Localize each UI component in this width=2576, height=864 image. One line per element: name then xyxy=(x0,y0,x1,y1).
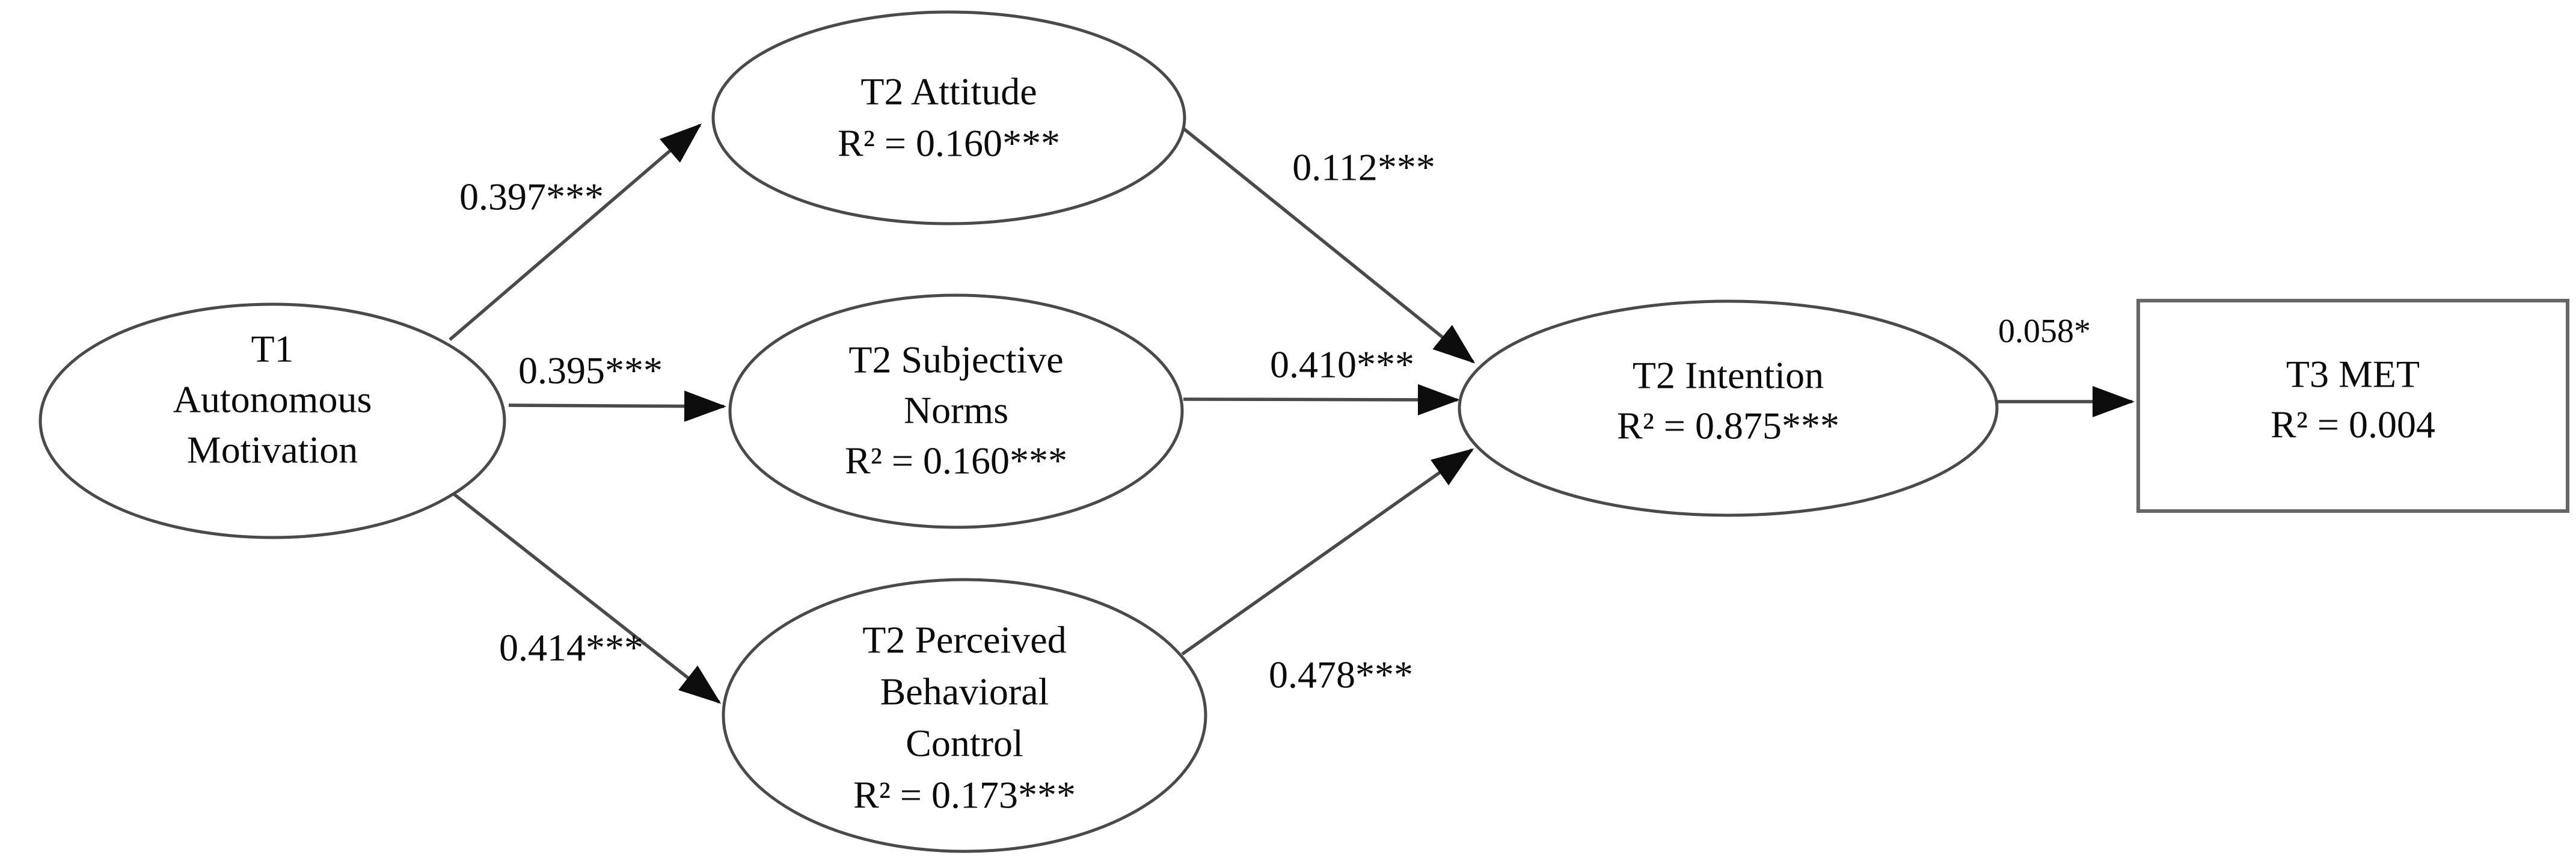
t2-perceived-behavioral-control-shape xyxy=(722,578,1207,853)
arrow-am-to-pbc xyxy=(450,490,722,704)
node-label: R² = 0.004 xyxy=(2271,403,2435,446)
node-t2-attitude: T2 Attitude R² = 0.160*** xyxy=(711,10,1186,225)
edge-label-pbc-to-intention: 0.478*** xyxy=(1269,654,1413,696)
arrow-am-to-attitude xyxy=(449,123,702,342)
node-label: T2 Subjective xyxy=(848,339,1063,381)
edge-labels-layer: 0.397*** 0.395*** 0.414*** 0.112*** 0.41… xyxy=(459,146,2091,696)
arrow-attitude-to-intention xyxy=(1181,126,1476,364)
t2-subjective-norms-shape xyxy=(728,293,1184,529)
node-label: R² = 0.160*** xyxy=(838,122,1060,165)
edge-label-subjective-norms-to-intention: 0.410*** xyxy=(1270,343,1414,386)
edge-label-am-to-subjective-norms: 0.395*** xyxy=(518,349,663,392)
node-label: T2 Attitude xyxy=(860,70,1037,113)
t1-autonomous-motivation-shape xyxy=(38,302,506,539)
node-label: Autonomous xyxy=(173,378,372,421)
node-t3-met: T3 MET R² = 0.004 xyxy=(2136,299,2569,513)
edge-label-intention-to-met: 0.058* xyxy=(1998,313,2091,350)
arrow-am-to-subjective-norms xyxy=(508,390,726,422)
arrow-subjective-norms-to-intention xyxy=(1183,384,1460,415)
t2-intention-shape xyxy=(1458,299,1999,517)
edge-label-am-to-pbc: 0.414*** xyxy=(499,627,643,669)
node-label: T2 Intention xyxy=(1633,354,1824,397)
node-label: Behavioral xyxy=(880,670,1049,713)
edge-label-am-to-attitude: 0.397*** xyxy=(459,176,604,218)
edge-label-attitude-to-intention: 0.112*** xyxy=(1292,146,1435,189)
node-t2-intention: T2 Intention R² = 0.875*** xyxy=(1458,299,1999,517)
node-label: Motivation xyxy=(187,429,358,471)
node-t2-subjective-norms: T2 Subjective Norms R² = 0.160*** xyxy=(728,293,1184,529)
node-label: R² = 0.875*** xyxy=(1617,405,1839,447)
node-label: R² = 0.160*** xyxy=(845,440,1067,482)
node-label: Norms xyxy=(904,389,1008,432)
node-label: Control xyxy=(906,722,1023,765)
t2-attitude-shape xyxy=(711,10,1186,225)
node-label: T2 Perceived xyxy=(862,619,1066,661)
node-label: T3 MET xyxy=(2286,353,2420,396)
t3-met-shape xyxy=(2136,299,2569,513)
node-t2-perceived-behavioral-control: T2 Perceived Behavioral Control R² = 0.1… xyxy=(722,578,1207,853)
arrow-pbc-to-intention xyxy=(1181,448,1474,656)
node-t1-autonomous-motivation: T1 Autonomous Motivation xyxy=(38,302,506,539)
node-label: T1 xyxy=(251,328,293,370)
node-label: R² = 0.173*** xyxy=(853,774,1076,817)
edges-layer xyxy=(449,123,2135,704)
